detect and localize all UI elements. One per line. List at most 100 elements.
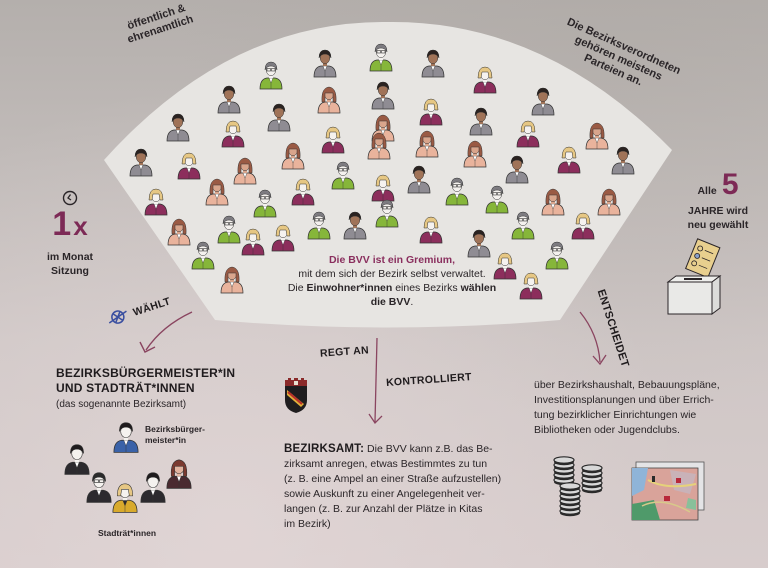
prefix: Alle	[697, 185, 717, 197]
residents-elect-text-end: die BVV.	[262, 295, 522, 309]
description-line: tung bezirklicher Einrichtungen wie	[534, 409, 697, 421]
election-period: Alle 5 JAHRE wird neu gewählt	[672, 170, 764, 232]
assembly-member-magenta-icon	[515, 118, 541, 148]
text-part: Einwohner*innen	[306, 282, 393, 294]
assembly-member-peach-icon	[540, 186, 566, 216]
bvv-definition: Die BVV ist ein Gremium,	[328, 254, 456, 266]
assembly-member-magenta-icon	[492, 250, 518, 280]
assembly-member-peach-icon	[316, 84, 342, 114]
assembly-member-gray-icon	[468, 106, 494, 136]
description-line: im Bezirk)	[284, 518, 331, 530]
period-number: Alle 5	[672, 170, 764, 204]
assembly-member-green-glasses-icon	[484, 184, 510, 214]
assembly-member-peach-icon	[219, 264, 245, 294]
unit: x	[73, 211, 88, 241]
assembly-member-magenta-icon	[143, 186, 169, 216]
controls-label: KONTROLLIERT	[385, 371, 473, 389]
assembly-member-magenta-icon	[290, 176, 316, 206]
text-part: Die	[287, 282, 307, 294]
assembly-member-magenta-icon	[556, 144, 582, 174]
number: 1	[52, 205, 72, 243]
assembly-member-magenta-icon	[320, 124, 346, 154]
description-line: Investitionsplanungen und über Errich-	[534, 394, 714, 406]
assembly-member-green-glasses-icon	[368, 42, 394, 72]
councillor-figure-icon	[165, 457, 194, 490]
assembly-member-gray-icon	[128, 147, 154, 177]
assembly-member-gray-icon	[266, 102, 292, 132]
assembly-member-magenta-icon	[518, 270, 544, 300]
text-part: die BVV	[370, 296, 411, 308]
decides-description: über Bezirkshaushalt, Bebauungspläne, In…	[534, 378, 764, 438]
ballot-cross-icon	[108, 309, 127, 324]
frequency-number: 1x	[30, 205, 110, 246]
assembly-member-peach-icon	[584, 120, 610, 150]
assembly-member-gray-icon	[530, 86, 556, 116]
label-line: meister*in	[145, 435, 187, 445]
assembly-member-magenta-icon	[370, 172, 396, 202]
assembly-member-green-glasses-icon	[252, 188, 278, 218]
assembly-member-gray-icon	[466, 228, 492, 258]
assembly-member-peach-icon	[414, 128, 440, 158]
assembly-member-peach-icon	[232, 155, 258, 185]
bvv-description: Die BVV ist ein Gremium, mit dem sich de…	[262, 253, 522, 309]
assembly-member-peach-icon	[166, 216, 192, 246]
heading-line: BEZIRKSBÜRGERMEISTER*IN	[56, 366, 236, 380]
description-line: zirksamt anregen, etwas Bestimmtes zu tu…	[284, 458, 488, 470]
assembly-member-magenta-icon	[270, 222, 296, 252]
heading-line: UND STADTRÄT*INNEN	[56, 381, 195, 395]
mayor-label: Bezirksbürger- meister*in	[145, 424, 205, 446]
councillor-figure-icon	[85, 471, 114, 504]
assembly-member-peach-icon	[204, 176, 230, 206]
controls-arrow	[374, 337, 378, 423]
description-line: Bibliotheken oder Jugendclubs.	[534, 424, 680, 436]
assembly-member-gray-icon	[216, 84, 242, 114]
assembly-member-gray-icon	[342, 210, 368, 240]
assembly-member-gray-icon	[312, 48, 338, 78]
description-line: über Bezirkshaushalt, Bebauungspläne,	[534, 379, 720, 391]
assembly-member-gray-icon	[420, 48, 446, 78]
assembly-member-magenta-icon	[176, 150, 202, 180]
district-office-heading: BEZIRKSBÜRGERMEISTER*IN UND STADTRÄT*INN…	[56, 366, 235, 412]
mayor-figure-icon	[112, 421, 141, 454]
elects-label: WÄHLT	[104, 290, 173, 329]
coat-of-arms-icon	[285, 378, 307, 413]
text-part: Die BVV kann z.B. das Be-	[364, 443, 493, 455]
description-line: BEZIRKSAMT: Die BVV kann z.B. das Be-	[284, 442, 524, 457]
suggests-label: REGT AN	[319, 344, 370, 360]
assembly-member-green-glasses-icon	[444, 176, 470, 206]
assembly-member-green-glasses-icon	[330, 160, 356, 190]
assembly-member-green-glasses-icon	[374, 198, 400, 228]
assembly-member-magenta-icon	[472, 64, 498, 94]
assembly-member-gray-icon	[504, 154, 530, 184]
text-part: .	[410, 296, 414, 308]
period-text: neu gewählt	[687, 219, 749, 231]
text-part: wählen	[460, 282, 497, 294]
assembly-member-magenta-icon	[418, 214, 444, 244]
assembly-member-magenta-icon	[220, 118, 246, 148]
description-line: sowie Auskunft zu einer Angelegenheit ve…	[284, 488, 485, 500]
meeting-frequency: 1x im Monat Sitzung	[30, 190, 110, 278]
text-part: eines Bezirks	[392, 282, 461, 294]
ballot-box-icon	[666, 238, 722, 315]
clock-icon	[62, 190, 78, 206]
assembly-member-peach-icon	[280, 140, 306, 170]
councillor-figure-icon	[111, 481, 140, 514]
coin-stacks-icon	[553, 456, 603, 517]
assembly-member-peach-icon	[366, 130, 392, 160]
city-map-icon	[631, 461, 705, 521]
assembly-member-peach-icon	[462, 138, 488, 168]
label-line: Bezirksbürger-	[145, 424, 205, 434]
subheading: (das sogenannte Bezirksamt)	[56, 399, 187, 410]
description-line: langen (z. B. zur Anzahl der Plätze in K…	[284, 503, 483, 515]
assembly-member-gray-icon	[165, 112, 191, 142]
frequency-text: Sitzung	[51, 265, 89, 277]
assembly-member-peach-icon	[596, 186, 622, 216]
assembly-member-gray-icon	[406, 164, 432, 194]
description-heading: BEZIRKSAMT:	[284, 443, 365, 455]
number: 5	[721, 168, 739, 201]
assembly-member-magenta-icon	[570, 210, 596, 240]
councillor-figure-icon	[139, 471, 168, 504]
assembly-member-gray-icon	[370, 80, 396, 110]
assembly-member-green-glasses-icon	[544, 240, 570, 270]
frequency-text: im Monat	[46, 251, 94, 263]
